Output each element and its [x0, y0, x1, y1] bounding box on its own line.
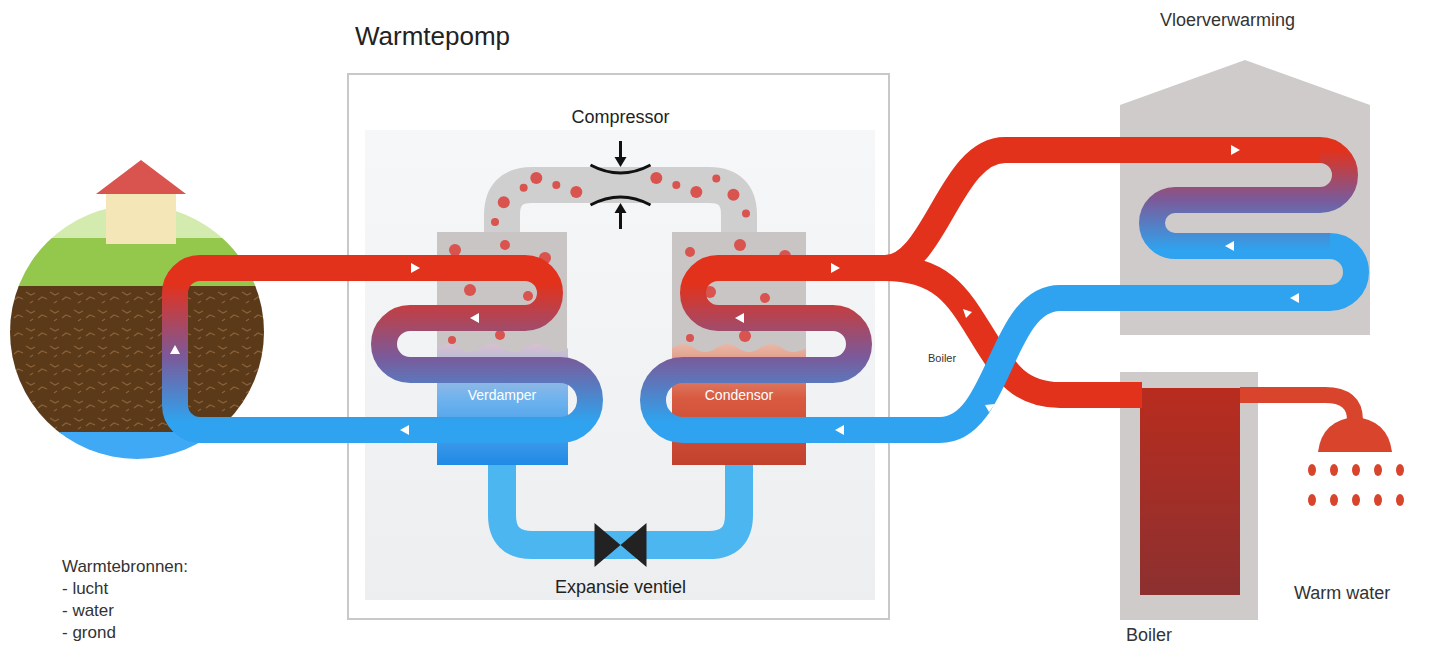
warm-water-label: Warm water [1294, 583, 1390, 605]
node-title: Warmtepomp [355, 21, 510, 52]
vapour-dot [552, 181, 560, 189]
component-label: Expansie ventiel [555, 577, 686, 599]
vapour-dot [650, 172, 662, 184]
vapour-dot [742, 210, 750, 218]
vapour-pipe [491, 141, 750, 232]
evaporator-block: Verdamper [437, 232, 567, 465]
vapour-dot [690, 186, 702, 198]
vapour-dot [727, 189, 739, 201]
vapour-dot [530, 172, 542, 184]
expansion-valve-symbol [595, 523, 647, 567]
boiler-label: Boiler [1126, 625, 1172, 647]
heat-source-item: - grond [62, 623, 116, 643]
heat-source-heading: Warmtebronnen: [62, 557, 188, 577]
component-label: Compressor [571, 107, 669, 129]
vapour-dot [491, 218, 499, 226]
heat-source-item: - water [62, 601, 114, 621]
pipe-label: Boiler [926, 352, 958, 365]
node-title: Condensor [705, 387, 774, 404]
vapour-dot [570, 186, 582, 198]
condenser-block: Condensor [672, 232, 806, 465]
vapour-dot [520, 184, 528, 192]
vapour-dot [498, 196, 510, 208]
pipe [502, 185, 739, 232]
floor-heating-label: Vloerverwarming [1160, 10, 1295, 32]
compressor-symbol [591, 141, 651, 229]
vapour-dot [672, 181, 680, 189]
liquid-pipe [502, 465, 739, 567]
pipe [502, 465, 739, 545]
vapour-dot [712, 175, 720, 183]
node-title: Verdamper [468, 387, 536, 404]
heat-source-item: - lucht [62, 579, 108, 599]
heat-pump-housing: WarmtepompVerdamperCondensor [347, 73, 890, 620]
